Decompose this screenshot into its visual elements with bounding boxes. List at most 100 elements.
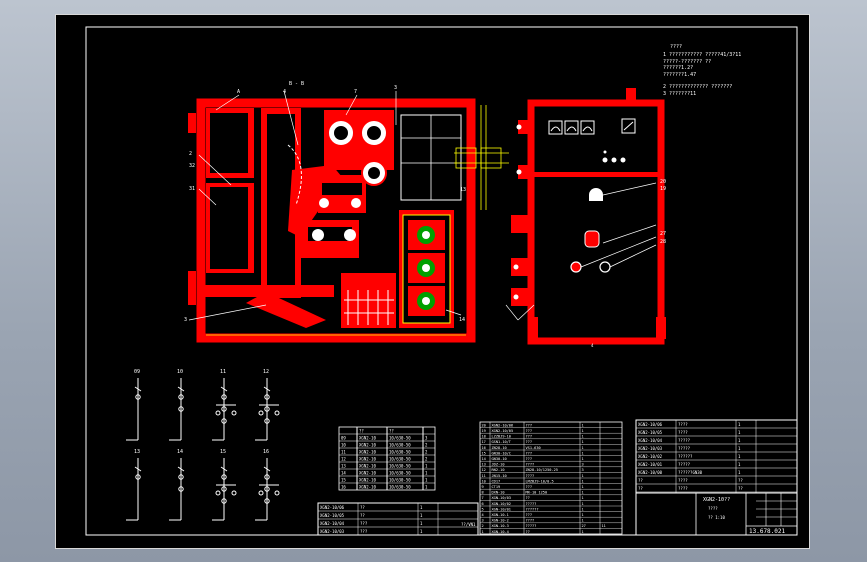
- switch-icon: [220, 466, 228, 472]
- transformer-icon: [264, 418, 270, 424]
- parts-cell: XGN-10-1: [492, 513, 509, 517]
- width-dim: 4: [591, 343, 594, 348]
- drawing-subtitle: ????: [708, 506, 718, 511]
- transformer-icon: [264, 394, 270, 400]
- revision-cell: XGN2-10/03: [320, 529, 345, 534]
- parts-cell: LZZBJ9-10: [492, 435, 511, 439]
- ammeter-icon: [548, 120, 563, 135]
- parts-cell: 1: [582, 423, 584, 427]
- lamp-icon: [602, 157, 608, 163]
- table-cell: 11: [341, 449, 346, 454]
- leader-label: 13: [460, 187, 466, 193]
- title-cell: 1: [738, 470, 741, 475]
- parts-cell: XGN-10-4: [492, 530, 509, 534]
- parts-cell: ?????: [526, 502, 537, 506]
- parts-cell: 1: [582, 429, 584, 433]
- title-block: XGN2-10/06????1XGN2-10/05????1XGN2-10/04…: [635, 419, 798, 536]
- cad-drawing: ???? 1 ??????????? ?????41/3?11 ?????-??…: [85, 26, 798, 536]
- scheme-diagram: 16: [255, 449, 280, 521]
- leader-label: 3: [184, 317, 187, 323]
- title-cell: ?????: [678, 462, 691, 467]
- parts-cell: 1: [582, 457, 584, 461]
- front-cabinet: [527, 99, 665, 345]
- title-cell: ??: [638, 486, 643, 491]
- insulator-icon: [351, 198, 361, 208]
- parts-cell: 3: [582, 468, 584, 472]
- insulator-icon: [319, 198, 329, 208]
- leader-label: 32: [189, 163, 195, 169]
- switch-icon: [177, 466, 185, 472]
- parts-cell: 1: [582, 502, 584, 506]
- title-cell: 1: [738, 446, 741, 451]
- parts-cell: 1: [582, 507, 584, 511]
- parts-cell: ??: [526, 530, 530, 534]
- parts-cell: 1: [582, 491, 584, 495]
- parts-cell: 3: [482, 519, 484, 523]
- parts-cell: ???: [526, 440, 533, 444]
- transformer-icon: [221, 498, 227, 504]
- technical-notes: ???? 1 ??????????? ?????41/3?11 ?????-??…: [663, 44, 741, 97]
- transformer-icon: [178, 474, 184, 480]
- table-cell: XGN2-10: [359, 463, 376, 468]
- revision-cell: ???: [360, 521, 368, 526]
- parts-cell: ???: [526, 485, 533, 489]
- scheme-label: 16: [263, 449, 269, 455]
- revision-cell: ???: [360, 529, 368, 534]
- cable-bushings: [511, 120, 532, 306]
- table-cell: 3: [425, 435, 428, 440]
- transformer-icon: [221, 406, 227, 412]
- transformer-icon: [135, 474, 141, 480]
- table-cell: 10/630-50: [389, 484, 411, 489]
- title-cell: ????: [678, 478, 688, 483]
- parts-cell: RN2-10: [492, 468, 505, 472]
- dimension-lines: [206, 105, 509, 336]
- transformer-icon: [231, 490, 237, 496]
- parts-cell: XGN-10-2: [492, 519, 509, 523]
- parts-cell: 19: [482, 429, 486, 433]
- leader-label: 4: [283, 89, 286, 95]
- revision-table: XGN2-10/06??1XGN2-10/05??1XGN2-10/04???1…: [317, 502, 479, 536]
- title-cell: 1: [738, 422, 741, 427]
- lamp-icon: [611, 157, 617, 163]
- notes-line: ?????-??????? ??: [663, 59, 711, 65]
- parts-cell: 12: [482, 468, 486, 472]
- title-cell: ??: [738, 478, 743, 483]
- transformer-icon: [215, 490, 221, 496]
- revision-cell: 1: [420, 521, 423, 526]
- notes-line: ???????1.47: [663, 72, 696, 78]
- transformer-icon: [258, 490, 264, 496]
- scheme-diagram: 11: [212, 369, 237, 441]
- parts-cell: XGN2-10/05: [492, 429, 514, 433]
- table-cell: 10: [341, 442, 346, 447]
- parts-cell: ????: [526, 463, 535, 467]
- table-cell: 2: [425, 456, 428, 461]
- table-cell: 1: [425, 484, 428, 489]
- parts-cell: 14: [482, 457, 486, 461]
- drawing-sheet: ???? 1 ??????????? ?????41/3?11 ?????-??…: [55, 14, 810, 549]
- parts-cell: 18: [482, 435, 486, 439]
- parts-cell: 15: [482, 451, 486, 455]
- transformer-icon: [221, 394, 227, 400]
- parts-cell: JN15-10: [492, 474, 507, 478]
- lamp-icon: [620, 157, 626, 163]
- title-cell: 1: [738, 430, 741, 435]
- transformer-icon: [221, 418, 227, 424]
- parts-cell: JDZ-10: [492, 463, 505, 467]
- title-cell: ?????: [678, 438, 691, 443]
- parts-cell: 16: [482, 446, 486, 450]
- table-cell: XGN2-10: [359, 449, 376, 454]
- table-cell: 10/630-50: [389, 449, 411, 454]
- voltmeter-icon: [564, 120, 579, 135]
- section-view-b-b: B - B: [184, 81, 519, 343]
- parts-cell: ??????: [526, 507, 539, 511]
- leader-label: A: [237, 89, 240, 95]
- scheme-diagram: 09: [126, 369, 142, 441]
- table-cell: 1: [425, 470, 428, 475]
- parts-cell: ??: [526, 496, 530, 500]
- parts-cell: 3: [582, 463, 584, 467]
- transformer-icon: [178, 486, 184, 492]
- table-cell: 1: [425, 477, 428, 482]
- parts-cell: XGN-10-3: [492, 524, 509, 528]
